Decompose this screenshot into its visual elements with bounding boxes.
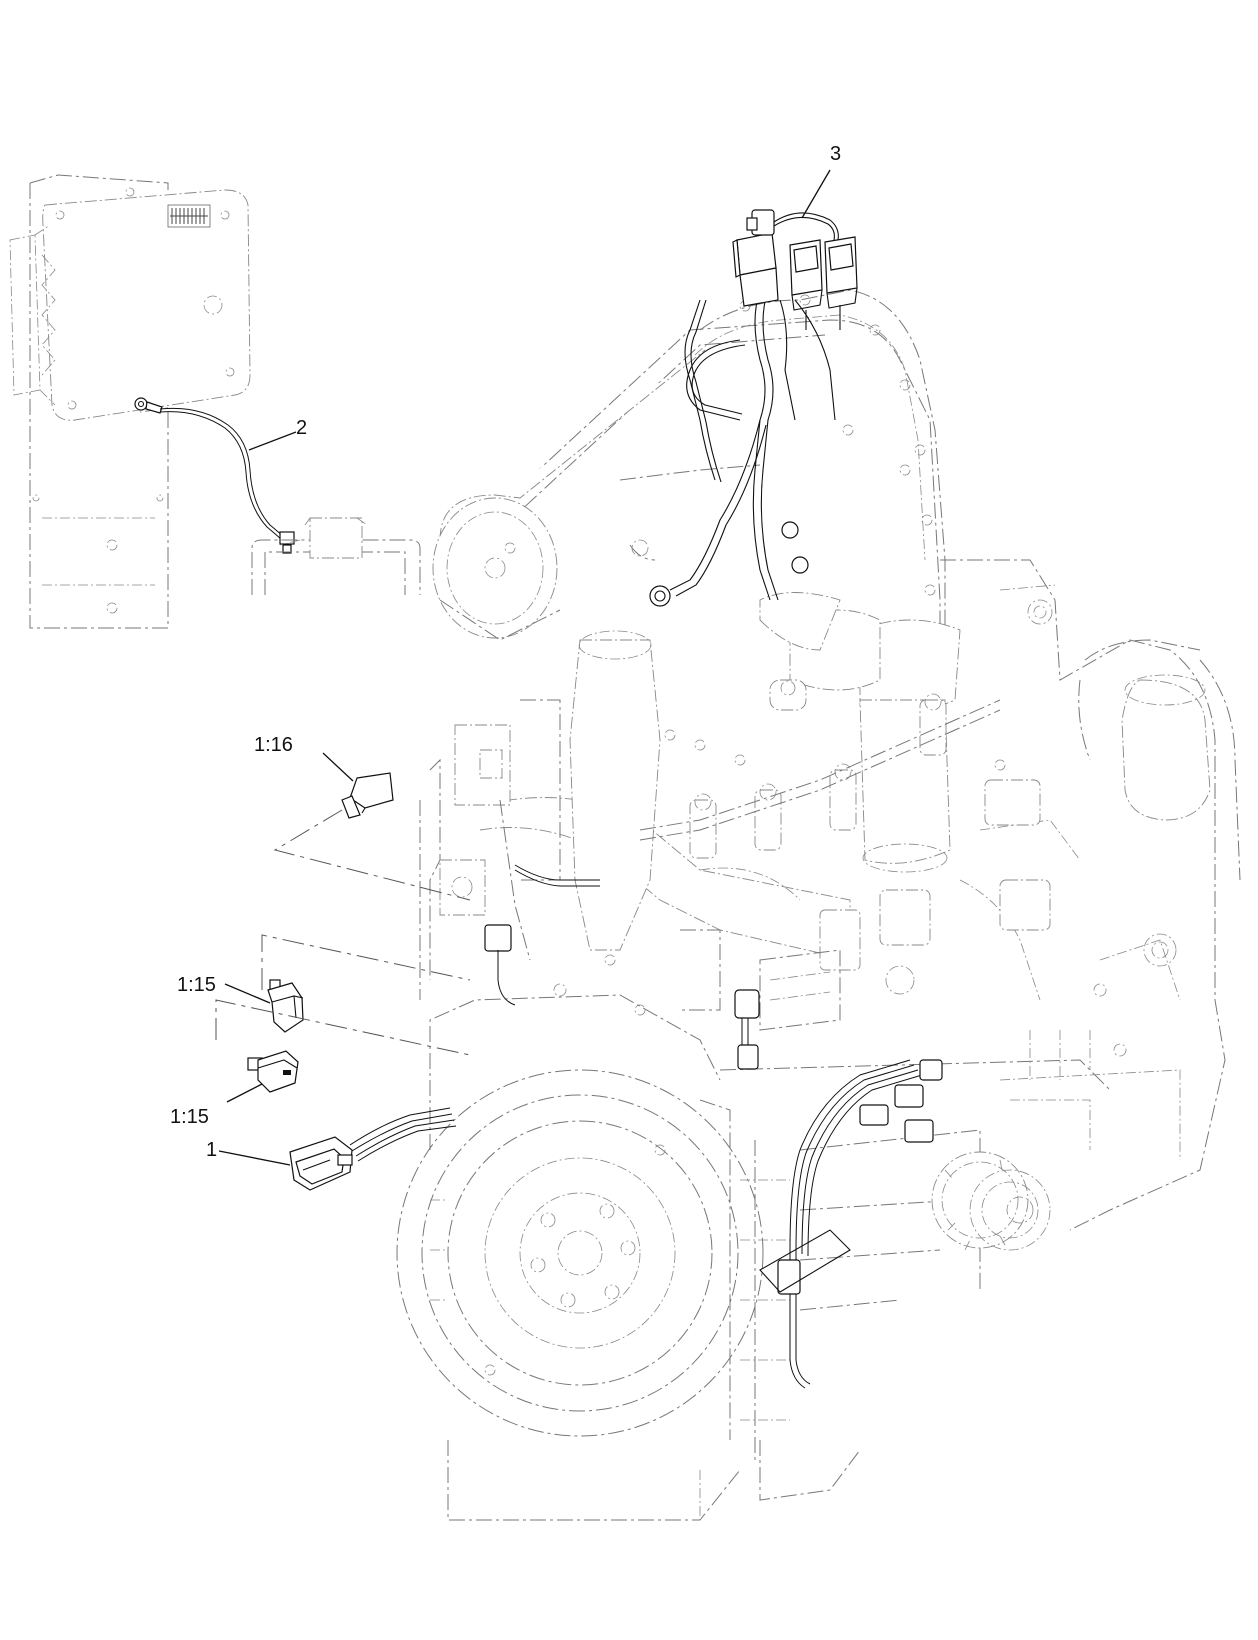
callout-1: 1 (206, 1139, 218, 1161)
ground-bracket-ghost (251, 517, 421, 595)
connector-cluster-part-3 (649, 209, 858, 607)
wiring-harness (484, 864, 943, 1389)
callout-1-15-upper: 1:15 (177, 974, 216, 996)
callout-2: 2 (296, 417, 308, 439)
connector-part-1 (289, 1107, 457, 1191)
assembly-lines (215, 809, 471, 1056)
connector-1-16 (341, 772, 394, 819)
connector-1-15-upper (267, 979, 304, 1033)
ecu-module-ghost (9, 174, 251, 629)
callout-1-16: 1:16 (254, 734, 293, 756)
engine-ghost (396, 289, 1241, 1521)
callout-3: 3 (830, 143, 842, 165)
callout-1-15-lower: 1:15 (170, 1106, 209, 1128)
leader-lines (218, 169, 831, 1166)
ground-strap-part-2 (134, 397, 295, 554)
connector-1-15-lower (247, 1050, 299, 1093)
